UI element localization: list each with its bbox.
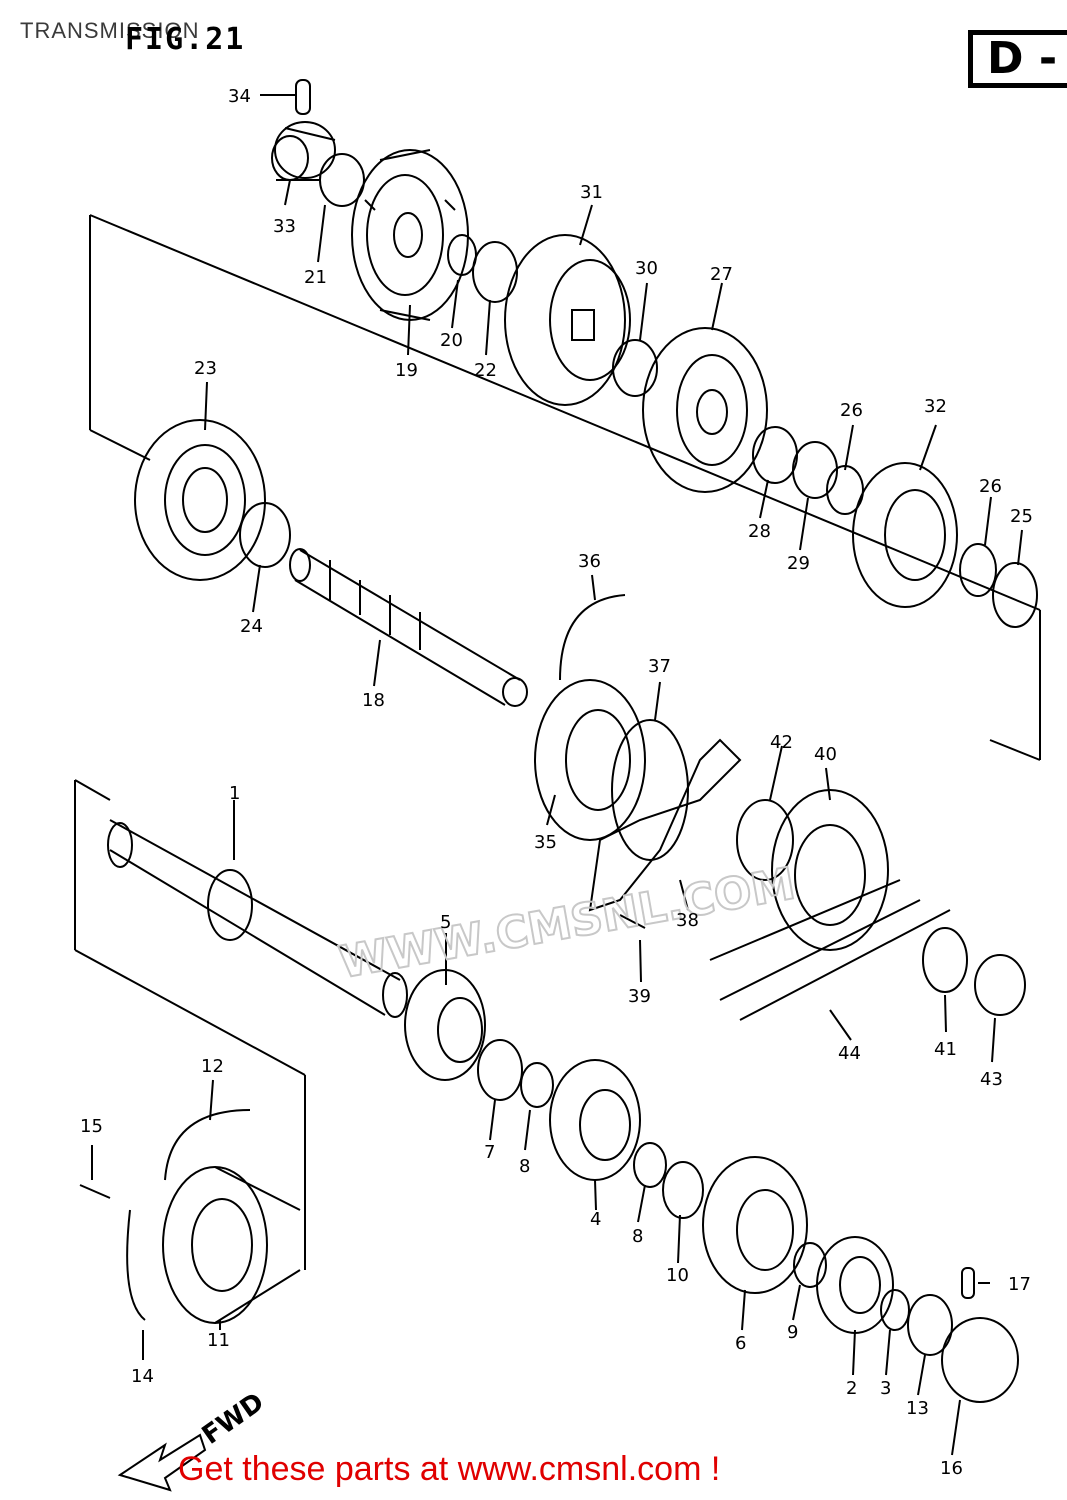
- footer-link-text[interactable]: Get these parts at www.cmsnl.com !: [178, 1450, 721, 1488]
- part-washer-22: [472, 241, 518, 303]
- part-gear-23: [134, 419, 266, 581]
- callout-1: 1: [229, 783, 240, 804]
- part-nut-43: [974, 954, 1026, 1016]
- callout-38: 38: [676, 910, 699, 931]
- callout-42: 42: [770, 732, 793, 753]
- part-plate-38: [588, 738, 742, 912]
- callout-24: 24: [240, 616, 263, 637]
- callout-36: 36: [578, 551, 601, 572]
- callout-5: 5: [440, 912, 451, 933]
- callout-9: 9: [787, 1322, 798, 1343]
- callout-18: 18: [362, 690, 385, 711]
- callout-35: 35: [534, 832, 557, 853]
- part-gear-5: [404, 969, 486, 1081]
- part-ring-12: [164, 1109, 251, 1181]
- part-bushing-9: [793, 1242, 827, 1288]
- callout-2: 2: [846, 1378, 857, 1399]
- callout-6: 6: [735, 1333, 746, 1354]
- part-bolt-39: [619, 914, 646, 929]
- callout-14: 14: [131, 1366, 154, 1387]
- callout-28: 28: [748, 521, 771, 542]
- part-gear-31: [504, 234, 631, 406]
- part-bushing-7: [477, 1039, 523, 1101]
- part-bearing-11: [162, 1166, 301, 1324]
- part-circlip-26b: [959, 543, 997, 597]
- callout-7: 7: [484, 1142, 495, 1163]
- part-bearing-35: [534, 679, 646, 841]
- callout-31: 31: [580, 182, 603, 203]
- fwd-label: FWD: [197, 1387, 270, 1451]
- part-oilseal-37: [611, 719, 689, 861]
- callout-37: 37: [648, 656, 671, 677]
- part-circlip-8a: [520, 1062, 554, 1108]
- callout-8-right: 8: [632, 1226, 643, 1247]
- part-bearing-33: [271, 121, 336, 181]
- part-screw-15: [79, 1184, 111, 1199]
- callout-20: 20: [440, 330, 463, 351]
- part-circlip-8b: [633, 1142, 667, 1188]
- callout-29: 29: [787, 553, 810, 574]
- callout-33: 33: [273, 216, 296, 237]
- callout-15: 15: [80, 1116, 103, 1137]
- part-lockwasher-30: [612, 339, 658, 397]
- callout-4: 4: [590, 1209, 601, 1230]
- callout-26-right: 26: [979, 476, 1002, 497]
- part-shaft-18: [289, 548, 528, 707]
- callout-22: 22: [474, 360, 497, 381]
- callout-44: 44: [838, 1043, 861, 1064]
- callout-30: 30: [635, 258, 658, 279]
- part-washer-21: [319, 153, 365, 207]
- part-washer-29: [792, 441, 838, 499]
- callout-26-upper: 26: [840, 400, 863, 421]
- callout-21: 21: [304, 267, 327, 288]
- callout-23: 23: [194, 358, 217, 379]
- callout-10: 10: [666, 1265, 689, 1286]
- part-spacer-42: [736, 799, 794, 881]
- part-gear-27: [642, 327, 768, 493]
- part-pin-34: [295, 79, 311, 115]
- callout-32: 32: [924, 396, 947, 417]
- part-sprocket-40: [771, 789, 889, 951]
- callout-27: 27: [710, 264, 733, 285]
- callout-43: 43: [980, 1069, 1003, 1090]
- figure-label: FIG.21: [125, 22, 246, 57]
- callout-39: 39: [628, 986, 651, 1007]
- part-cap-16: [941, 1317, 1019, 1403]
- watermark-text: WWW.CMSNL.COM: [335, 858, 798, 988]
- part-chain-44: [709, 879, 951, 1021]
- part-bushing-24: [239, 502, 291, 568]
- callout-41: 41: [934, 1039, 957, 1060]
- callout-25: 25: [1010, 506, 1033, 527]
- part-mainshaft-1: [107, 819, 408, 1018]
- callout-19: 19: [395, 360, 418, 381]
- callout-11: 11: [207, 1330, 230, 1351]
- fwd-arrow-icon: [117, 1433, 207, 1492]
- callout-16: 16: [940, 1458, 963, 1479]
- callout-17: 17: [1008, 1274, 1031, 1295]
- part-washer-10: [662, 1161, 704, 1219]
- part-seal-13: [907, 1294, 953, 1356]
- section-title: TRANSMISSION: [20, 18, 200, 43]
- part-pin-17: [961, 1267, 975, 1299]
- part-gear-32: [852, 462, 958, 608]
- part-ring-36: [559, 594, 626, 681]
- callout-12: 12: [201, 1056, 224, 1077]
- part-oring-41: [922, 927, 968, 993]
- page-code-box: D -: [968, 30, 1067, 88]
- part-gear-6: [702, 1156, 808, 1294]
- callout-34: 34: [228, 86, 251, 107]
- part-bushing-28: [752, 426, 798, 484]
- part-washer-25: [992, 562, 1038, 628]
- part-washer-3: [880, 1289, 910, 1331]
- page-code: D -: [987, 33, 1058, 84]
- part-gear-4: [549, 1059, 641, 1181]
- part-bushing-20: [447, 234, 477, 276]
- callout-40: 40: [814, 744, 837, 765]
- part-gear-19: [351, 149, 469, 321]
- callout-13: 13: [906, 1398, 929, 1419]
- callout-3: 3: [880, 1378, 891, 1399]
- callout-8-left: 8: [519, 1156, 530, 1177]
- part-clip-14: [126, 1209, 146, 1321]
